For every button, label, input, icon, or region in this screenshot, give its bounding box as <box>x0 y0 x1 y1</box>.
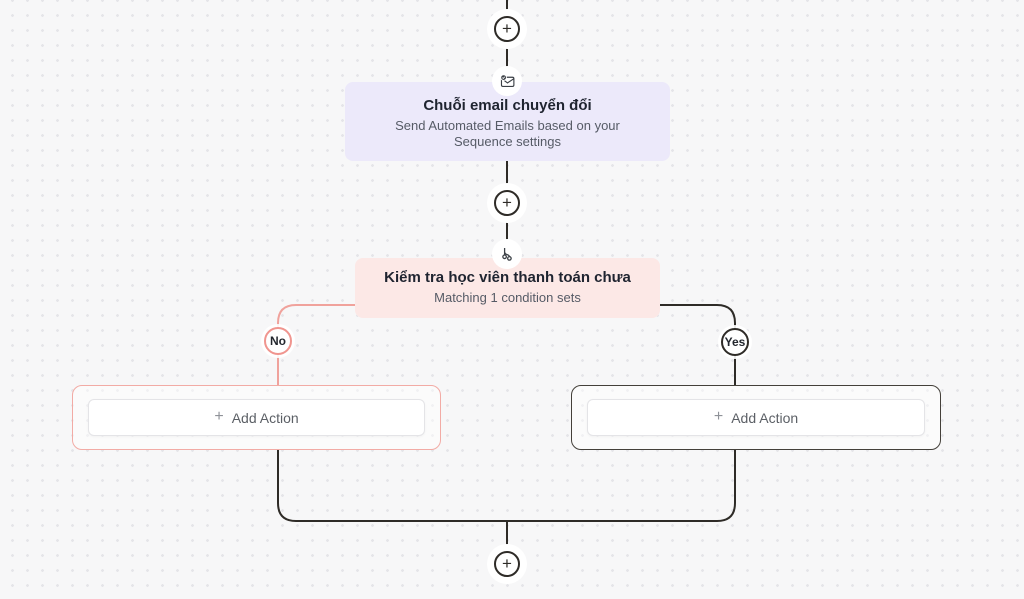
yes-branch-action-slot: + Add Action <box>571 385 941 450</box>
branch-no-label: No <box>270 334 286 348</box>
no-branch-action-slot: + Add Action <box>72 385 441 450</box>
branch-yes-label: Yes <box>724 335 746 349</box>
plus-icon: + <box>214 408 224 425</box>
branch-icon <box>492 239 522 269</box>
email-sequence-node[interactable]: Chuỗi email chuyển đổi Send Automated Em… <box>345 82 670 161</box>
add-step-button-top[interactable]: + <box>487 9 527 49</box>
connector-left-box-to-merge <box>277 450 507 522</box>
add-action-label: Add Action <box>231 409 299 426</box>
add-action-button-no-branch[interactable]: + Add Action <box>88 399 425 436</box>
branch-no-badge: No <box>264 327 292 355</box>
email-sequence-subtitle: Send Automated Emails based on your Sequ… <box>395 118 620 149</box>
branch-yes-badge: Yes <box>721 328 749 356</box>
connector-condition-to-yes <box>660 304 736 385</box>
add-step-button-middle[interactable]: + <box>487 183 527 223</box>
condition-subtitle: Matching 1 condition sets <box>434 290 581 305</box>
plus-icon: + <box>494 16 520 42</box>
add-action-label: Add Action <box>731 409 799 426</box>
plus-icon: + <box>494 551 520 577</box>
plus-icon: + <box>494 190 520 216</box>
email-sequence-title: Chuỗi email chuyển đổi <box>423 97 592 114</box>
condition-title: Kiểm tra học viên thanh toán chưa <box>384 269 631 286</box>
add-action-button-yes-branch[interactable]: + Add Action <box>587 399 925 436</box>
connector-condition-to-no <box>277 304 355 385</box>
connector-right-box-to-merge <box>507 450 736 522</box>
email-check-icon <box>492 66 522 96</box>
plus-icon: + <box>713 408 724 425</box>
add-step-button-bottom[interactable]: + <box>487 544 527 584</box>
